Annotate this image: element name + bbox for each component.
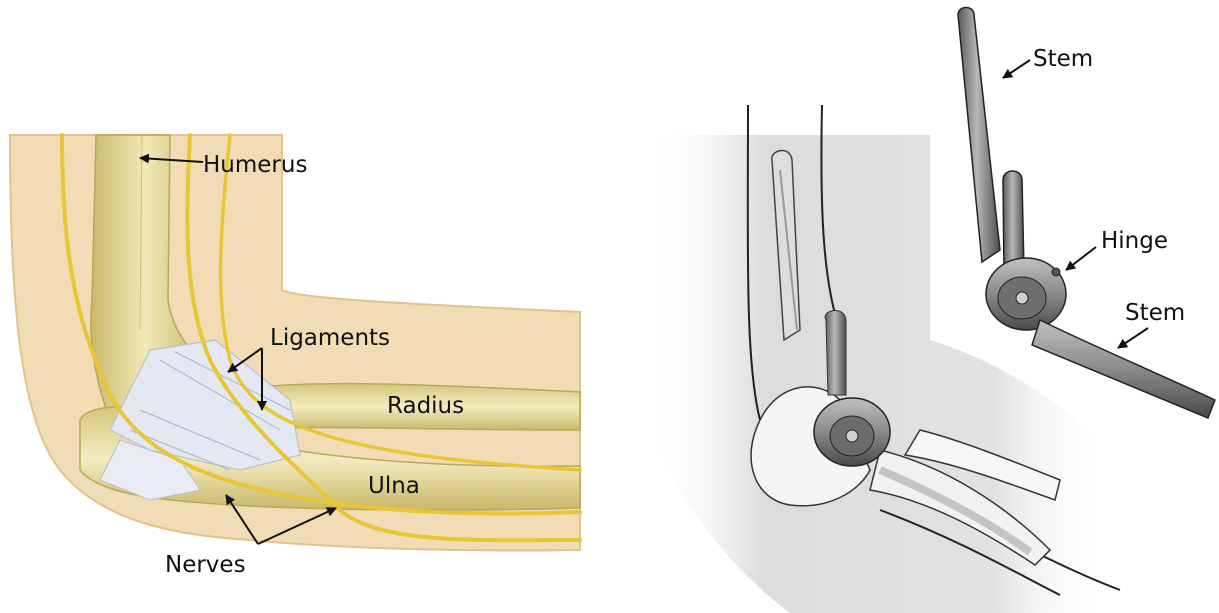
label-ligaments: Ligaments xyxy=(270,325,390,351)
label-radius: Radius xyxy=(387,393,464,419)
label-stem-bottom: Stem xyxy=(1125,300,1185,326)
label-stem-top: Stem xyxy=(1033,46,1093,72)
label-humerus: Humerus xyxy=(203,152,307,178)
anatomy-panel: Humerus Ligaments Radius Ulna Nerves xyxy=(10,135,580,578)
label-hinge: Hinge xyxy=(1101,228,1168,254)
stem-top-shape xyxy=(958,8,1000,263)
implant-panel: Stem Hinge Stem xyxy=(648,8,1215,613)
label-ulna: Ulna xyxy=(368,473,420,499)
stem-bottom-shape xyxy=(1032,320,1215,418)
label-nerves: Nerves xyxy=(165,552,246,578)
